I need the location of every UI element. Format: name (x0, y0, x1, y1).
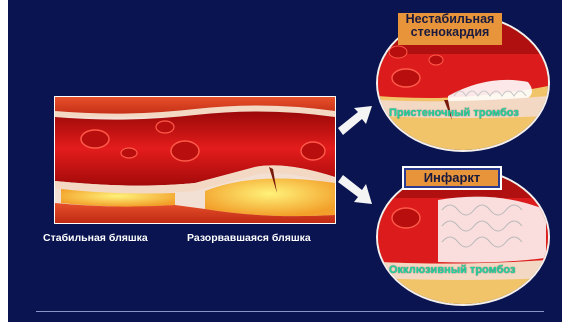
unstable-angina-label: Нестабильная стенокардия (398, 13, 502, 45)
parietal-thrombus-caption: Пристеночный тромбоз (389, 107, 519, 119)
infarction-text: Инфаркт (406, 170, 498, 186)
arrow-up-right (338, 106, 372, 135)
ruptured-plaque-caption: Разорвавшаяся бляшка (187, 232, 311, 244)
occlusive-thrombus-caption: Окклюзивный тромбоз (389, 264, 515, 276)
infarction-label: Инфаркт (402, 166, 502, 190)
arrow-down-right (338, 175, 372, 204)
unstable-angina-line2: стенокардия (398, 26, 502, 39)
stable-plaque-caption: Стабильная бляшка (43, 232, 148, 244)
